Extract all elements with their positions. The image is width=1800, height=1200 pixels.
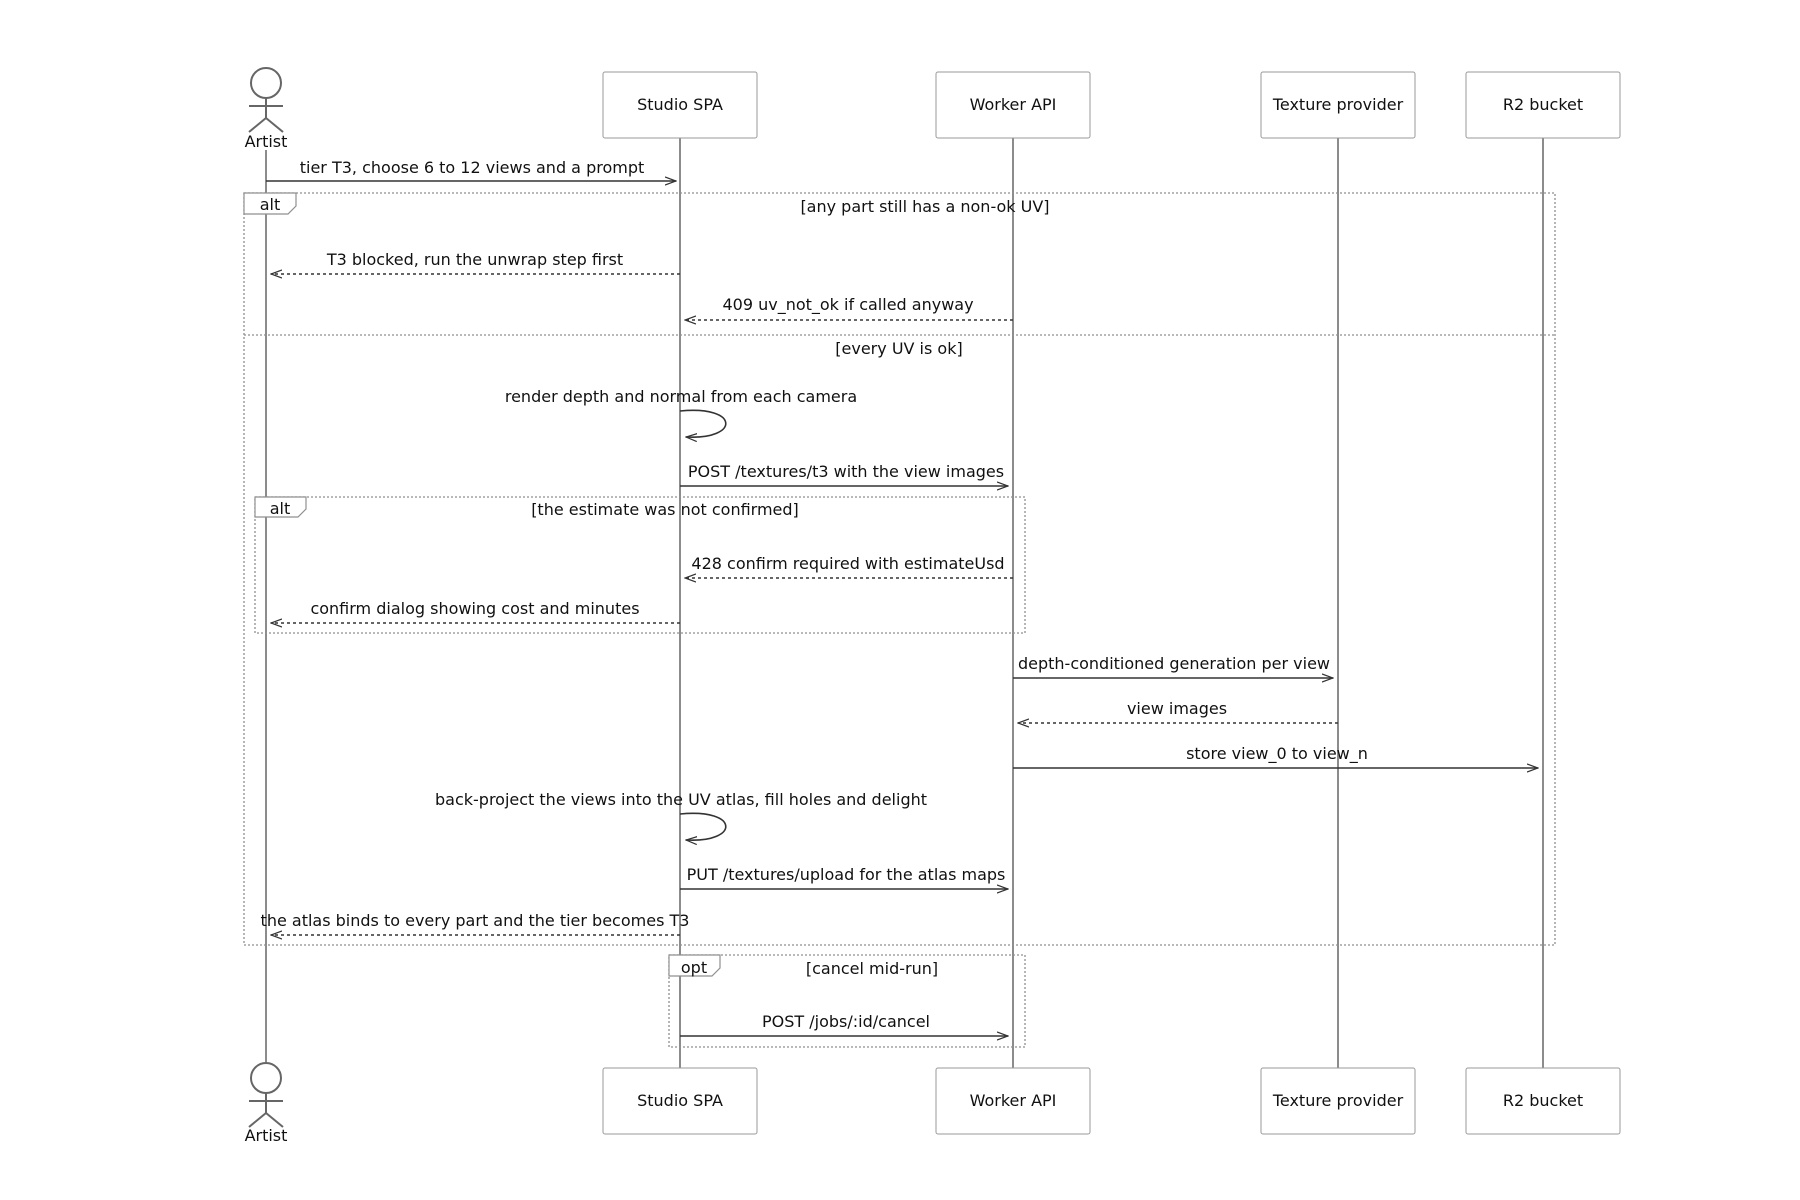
participant-r2-bucket-top: R2 bucket [1465, 71, 1621, 139]
participant-label: Studio SPA [637, 95, 723, 114]
participant-r2-bucket-bottom: R2 bucket [1465, 1067, 1621, 1135]
participant-worker-api-top: Worker API [935, 71, 1091, 139]
participant-texture-provider-bottom: Texture provider [1260, 1067, 1416, 1135]
alt-fragment-uv: alt [any part still has a non-ok UV] [ev… [243, 192, 1556, 946]
alt-tab-estimate [254, 496, 307, 518]
message-3: 409 uv_not_ok if called anyway [685, 295, 1013, 320]
message-13: the atlas binds to every part and the ti… [261, 911, 690, 935]
message-6: 428 confirm required with estimateUsd [685, 554, 1013, 578]
stick-figure-icon [248, 67, 284, 133]
message-7: confirm dialog showing cost and minutes [271, 599, 680, 623]
alt-condition-uv: [any part still has a non-ok UV] [800, 197, 1049, 216]
message-label: confirm dialog showing cost and minutes [310, 599, 639, 618]
participant-label: R2 bucket [1503, 1091, 1583, 1110]
message-label: 409 uv_not_ok if called anyway [722, 295, 973, 315]
message-label: 428 confirm required with estimateUsd [691, 554, 1004, 573]
opt-keyword-cancel: opt [681, 958, 707, 977]
opt-tab-cancel [668, 954, 721, 977]
message-label: depth-conditioned generation per view [1018, 654, 1330, 673]
message-label: back-project the views into the UV atlas… [435, 790, 927, 809]
participant-worker-api-bottom: Worker API [935, 1067, 1091, 1135]
self-loop-arrow [679, 409, 727, 437]
participant-label: Worker API [970, 95, 1057, 114]
message-5: POST /textures/t3 with the view images [680, 462, 1008, 486]
participant-studio-spa-top: Studio SPA [602, 71, 758, 139]
message-label: render depth and normal from each camera [505, 387, 857, 406]
opt-condition-cancel: [cancel mid-run] [806, 959, 938, 978]
message-label: store view_0 to view_n [1186, 744, 1368, 764]
participant-label: R2 bucket [1503, 95, 1583, 114]
alt-keyword-estimate: alt [270, 499, 291, 518]
message-2: T3 blocked, run the unwrap step first [271, 250, 680, 274]
actor-label: Artist [245, 132, 288, 151]
alt-keyword-uv: alt [260, 195, 281, 214]
alt-tab-uv [243, 192, 297, 215]
participant-label: Texture provider [1272, 1091, 1404, 1110]
message-1: tier T3, choose 6 to 12 views and a prom… [266, 158, 676, 181]
message-9: view images [1018, 699, 1338, 723]
message-label: view images [1127, 699, 1227, 718]
message-4-self: render depth and normal from each camera [505, 387, 857, 437]
message-label: tier T3, choose 6 to 12 views and a prom… [300, 158, 645, 177]
opt-frame-cancel [668, 954, 1026, 1048]
self-loop-arrow [679, 812, 727, 840]
message-8: depth-conditioned generation per view [1013, 654, 1333, 678]
actor-label: Artist [245, 1126, 288, 1145]
participant-label: Texture provider [1272, 95, 1404, 114]
participant-label: Studio SPA [637, 1091, 723, 1110]
message-14: POST /jobs/:id/cancel [680, 1012, 1008, 1036]
message-label: POST /textures/t3 with the view images [688, 462, 1004, 481]
opt-fragment-cancel: opt [cancel mid-run] [668, 954, 1026, 1048]
participant-texture-provider-top: Texture provider [1260, 71, 1416, 139]
participant-studio-spa-bottom: Studio SPA [602, 1067, 758, 1135]
stick-figure-icon [248, 1062, 284, 1128]
alt-fragment-estimate: alt [the estimate was not confirmed] [254, 496, 1026, 634]
alt-frame-estimate [254, 496, 1026, 634]
alt-condition-estimate: [the estimate was not confirmed] [531, 500, 799, 519]
message-label: T3 blocked, run the unwrap step first [326, 250, 623, 269]
actor-artist-bottom: Artist [245, 1062, 288, 1145]
alt-frame-uv [243, 192, 1556, 946]
message-label: POST /jobs/:id/cancel [762, 1012, 930, 1031]
message-11-self: back-project the views into the UV atlas… [435, 790, 927, 840]
actor-artist-top: Artist [245, 67, 288, 151]
message-label: the atlas binds to every part and the ti… [261, 911, 690, 930]
message-12: PUT /textures/upload for the atlas maps [680, 865, 1008, 889]
message-label: PUT /textures/upload for the atlas maps [687, 865, 1006, 884]
participant-label: Worker API [970, 1091, 1057, 1110]
message-10: store view_0 to view_n [1013, 744, 1538, 768]
else-condition-uv: [every UV is ok] [835, 339, 962, 358]
